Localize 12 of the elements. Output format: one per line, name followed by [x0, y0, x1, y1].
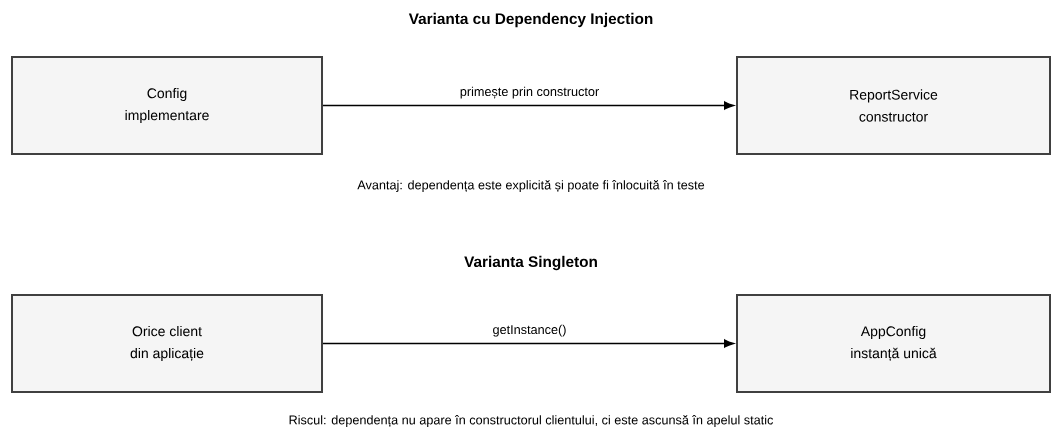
section-heading: Varianta Singleton [464, 255, 597, 271]
class-box: AppConfig instanță unică [736, 294, 1051, 393]
note-text: Riscul: dependența nu apare în constructorul clientului, ci este ascunsă în apelul static [289, 415, 774, 427]
class-box: Config implementare [11, 56, 323, 155]
note-text: Avantaj: dependența este explicită și poate fi înlocuită în teste [357, 180, 705, 192]
class-box: Orice client din aplicație [11, 294, 323, 393]
arrow [322, 339, 734, 348]
section-heading: Varianta cu Dependency Injection [408, 12, 653, 28]
edge-label: getInstance() [493, 324, 566, 337]
edge-label: primește prin constructor [460, 86, 599, 99]
arrow [322, 101, 734, 110]
class-box: ReportService constructor [736, 56, 1051, 155]
